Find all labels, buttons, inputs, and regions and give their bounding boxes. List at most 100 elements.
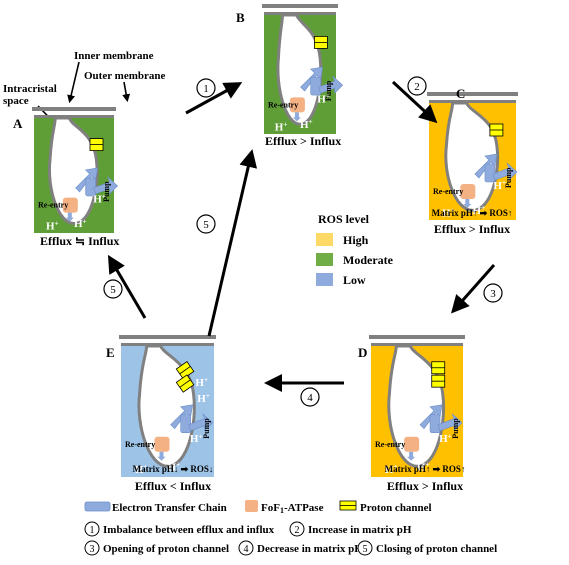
key-num-4: 4 — [244, 544, 249, 555]
proton-label: H+ — [457, 165, 470, 178]
inner-membrane-top — [371, 343, 463, 346]
atpase-down-arrow — [157, 456, 166, 461]
ros-label-low: Low — [343, 273, 366, 287]
proton-label: H+ — [460, 129, 473, 142]
atpase-down-arrow — [65, 217, 74, 222]
ros-legend: ROS level High Moderate Low — [316, 212, 394, 287]
panel-letter-e: E — [106, 345, 115, 360]
matrix-note-e: Matrix pH↓ ➡ ROS↓ — [133, 464, 214, 474]
proton-channel — [175, 360, 195, 380]
proton-label: H+ — [385, 463, 398, 476]
matrix-note-c: Matrix pH↑ ➡ ROS↑ — [432, 208, 513, 218]
inner-membrane-pointer — [67, 61, 80, 104]
atpase-stalk — [159, 451, 164, 458]
arrow-c-to-d — [451, 264, 496, 314]
inner-membrane-top — [429, 100, 516, 103]
etc-complex — [180, 414, 191, 434]
inner-membrane-top — [34, 115, 114, 118]
pump-label: Pump — [451, 418, 460, 439]
proton-label: H+ — [147, 403, 160, 416]
inner-membrane-top — [121, 343, 214, 346]
panel-letter-c: C — [456, 86, 465, 101]
key-num-2: 2 — [295, 525, 300, 536]
step-circle-3: 3 — [483, 283, 503, 303]
step-number: 1 — [203, 83, 209, 95]
panel-letter-d: D — [358, 345, 367, 360]
outer-membrane-pointer — [122, 81, 131, 103]
proton-label: H+ — [63, 143, 76, 156]
proton-label: H+ — [93, 192, 106, 205]
caption-c: Efflux > Influx — [434, 222, 510, 236]
etc-legend-label: Electron Transfer Chain — [112, 502, 227, 514]
step-circle-2: 2 — [407, 76, 427, 96]
atpase-down-arrow — [407, 456, 416, 461]
outer-membrane — [369, 335, 465, 339]
etc-pump-arrow-out — [188, 413, 214, 432]
outer-membrane-label: Outer membrane — [84, 70, 165, 82]
proton-label: H+ — [417, 460, 430, 473]
proton-label: H+ — [290, 41, 303, 54]
proton-label: H+ — [58, 155, 71, 168]
step-circle-5-left: 5 — [103, 279, 123, 299]
etc-pump-arrow-out — [93, 176, 119, 195]
key-text-4: Decrease in matrix pH — [257, 543, 363, 555]
fof1-atpase — [404, 436, 420, 452]
reentry-label: Re-entry — [375, 440, 405, 449]
proton-label: H+ — [74, 217, 87, 230]
proton-channel — [489, 123, 504, 137]
proton-label: H+ — [287, 78, 300, 91]
proton-label: H+ — [195, 376, 208, 389]
proton-channel — [431, 361, 446, 375]
proton-label: H+ — [284, 66, 297, 79]
intracristal-label-1: Intracristal — [3, 83, 57, 95]
proton-label: H+ — [493, 179, 506, 192]
etc-pump-arrow-out — [492, 162, 518, 181]
inner-membrane-label: Inner membrane — [74, 50, 154, 62]
key-num-5: 5 — [363, 544, 368, 555]
proton-label: H+ — [404, 376, 417, 389]
pump-label: Pump — [202, 418, 211, 439]
proton-label: H+ — [442, 207, 455, 220]
atpase-down-arrow — [463, 204, 472, 208]
pump-label: Pump — [102, 181, 111, 202]
etc-swatch — [84, 501, 111, 512]
reentry-label: Re-entry — [268, 100, 298, 109]
proton-label: H+ — [190, 432, 203, 445]
proton-label: H+ — [300, 118, 313, 131]
proton-channel-divider — [179, 366, 191, 375]
panel-letter-a: A — [13, 116, 23, 131]
ros-swatch-high — [316, 233, 333, 246]
proton-channel — [313, 36, 328, 49]
proton-label: H+ — [399, 389, 412, 402]
component-legend: Electron Transfer Chain FoF1-ATPase Prot… — [84, 500, 432, 515]
proton-label: H+ — [286, 53, 299, 66]
atpase-swatch — [245, 500, 258, 512]
caption-b: Efflux > Influx — [265, 134, 341, 148]
outer-membrane — [262, 4, 338, 8]
outer-membrane — [32, 107, 116, 111]
atpase-stalk — [67, 212, 72, 219]
proton-label: H+ — [453, 153, 466, 166]
proton-label: H+ — [275, 120, 288, 133]
caption-d: Efflux > Influx — [387, 479, 463, 493]
etc-complex — [429, 414, 441, 434]
channel-legend-label: Proton channel — [360, 502, 432, 514]
atpase-down-arrow — [292, 117, 301, 122]
atpase-legend-label: FoF1-ATPase — [261, 502, 324, 515]
ros-legend-title: ROS level — [318, 212, 370, 226]
fof1-atpase — [154, 436, 170, 452]
ros-swatch-moderate — [316, 253, 333, 266]
key-text-1: Imbalance between efflux and influx — [103, 524, 275, 536]
fof1-atpase — [460, 184, 476, 199]
crista-inner-membrane — [47, 116, 99, 226]
proton-label: H+ — [154, 376, 167, 389]
proton-channel — [89, 138, 104, 152]
ros-swatch-low — [316, 273, 333, 286]
caption-e: Efflux < Influx — [135, 479, 211, 493]
